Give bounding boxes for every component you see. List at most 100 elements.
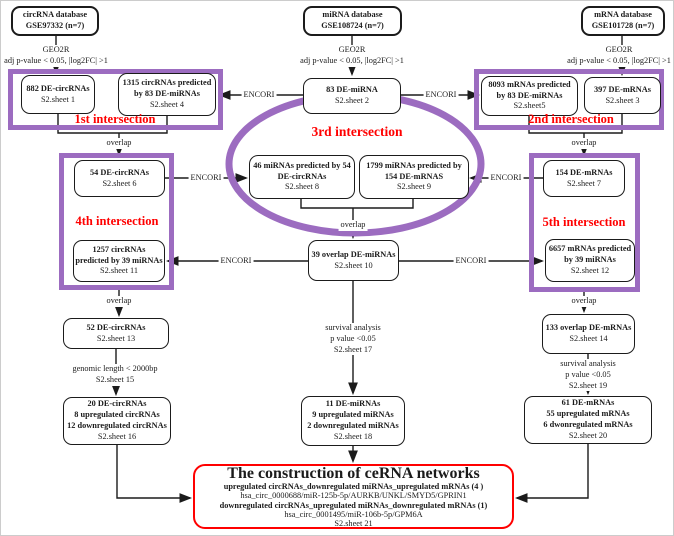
node-line: 11 DE-miRNAs [325,399,381,409]
node-line: GSE101728 (n=7) [591,21,655,30]
geo2r-label-mrna: GEO2R [603,45,635,56]
node-line: S2.sheet 18 [333,431,373,441]
cerna-line: downregulated circRNAs_upregulated miRNA… [219,500,488,510]
genomic-length-line: genomic length < 2000bp [72,364,158,373]
survival-analysis-label-17: survival analysis p value <0.05 S2.sheet… [323,323,383,356]
node-line: 6 dwonregulated mRNAs [543,420,633,429]
pvalue-line: p value <0.05 [565,369,611,379]
node-397-de-mrnas: 397 DE-mRNAs S2.sheet 3 [584,77,661,114]
node-line: 133 overlap DE-mRNAs [545,323,632,333]
node-line: predicted by 39 miRNAs [75,255,163,265]
sheet-line: S2.sheet 19 [568,380,608,390]
node-line: 1315 circRNAs predicted [122,78,212,88]
intersection-1-label: 1st intersection [74,112,156,126]
node-52-de-circrnas: 52 DE-circRNAs S2.sheet 13 [63,318,169,349]
genomic-length-label: genomic length < 2000bp S2.sheet 15 [70,364,160,386]
node-cerna-networks: The construction of ceRNA networks upreg… [193,464,514,529]
node-line: by 83 DE-miRNAs [496,90,563,100]
node-20-de-circrnas: 20 DE-circRNAs 8 upregulated circRNAs 12… [63,397,171,445]
node-61-de-mrnas: 61 DE-mRNAs 55 upregulated mRNAs 6 dwonr… [524,396,652,444]
intersection-2-label: 2nd intersection [528,112,614,126]
cerna-line: upregulated circRNAs_downregulated miRNA… [223,482,484,492]
node-line: 83 DE-miRNA [326,85,378,95]
node-line: by 83 DE-miRNAs [134,89,200,99]
node-line: S2.sheet 10 [334,260,373,270]
intersection-4-label: 4th intersection [75,214,159,228]
intersection-3-label: 3rd intersection [311,124,403,139]
overlap-label-4: overlap [104,296,134,307]
genomic-sheet-line: S2.sheet 15 [95,374,135,384]
node-line: S2.sheet 13 [96,333,136,343]
node-line: S2.sheet 12 [570,265,610,275]
node-line: 2 downregulated miRNAs [307,421,399,430]
filter-label-mrna: adj p-value < 0.05, |log2FC| >1 [565,56,673,67]
cerna-line: S2.sheet 21 [334,519,373,529]
node-circrna-database: circRNA database GSE97332 (n=7) [11,6,99,36]
pvalue-line: p value <0.05 [330,333,376,343]
node-line: S2.sheet 9 [396,182,432,192]
node-mrna-database: mRNA database GSE101728 (n=7) [581,6,665,36]
node-1257-circrnas: 1257 circRNAs predicted by 39 miRNAs S2.… [73,240,165,282]
encori-label-2: ENCORI [423,90,459,101]
node-54-de-circrnas: 54 DE-circRNAs S2.sheet 6 [74,160,165,197]
cerna-title: The construction of ceRNA networks [227,464,480,482]
node-133-overlap-de-mrnas: 133 overlap DE-mRNAs S2.sheet 14 [542,314,635,354]
node-line: 397 DE-mRNAs [594,84,651,94]
node-line: mRNA database [594,10,652,20]
cerna-line: hsa_circ_0001495/miR-106b-5p/GPM6A [284,509,423,519]
encori-label-5: ENCORI [218,256,254,267]
node-1315-circrnas: 1315 circRNAs predicted by 83 DE-miRNAs … [118,73,216,116]
node-line: GSE108724 (n=7) [321,21,384,30]
node-39-overlap-de-mirnas: 39 overlap DE-miRNAs S2.sheet 10 [308,240,399,281]
sheet-line: S2.sheet 17 [333,344,373,354]
node-line: 12 downregulated circRNAs [67,421,167,430]
node-line: 39 overlap DE-miRNAs [311,249,396,259]
node-line: by 39 miRNAs [564,255,616,265]
overlap-label-3: overlap [338,220,368,231]
node-1799-mirnas: 1799 miRNAs predicted by 154 DE-mRNAS S2… [359,155,469,199]
node-8093-mrnas: 8093 mRNAs predicted by 83 DE-miRNAs S2.… [481,76,578,116]
survival-line: survival analysis [560,359,616,368]
node-line: 8093 mRNAs predicted [488,79,571,89]
node-line: 6657 mRNAs predicted [548,244,632,254]
node-154-de-mrnas: 154 DE-mRNAs S2.sheet 7 [543,160,625,197]
geo2r-label-circ: GEO2R [40,45,72,56]
node-line: 882 DE-circRNAs [26,83,90,93]
filter-label-circ: adj p-value < 0.05, |log2FC| >1 [2,56,110,67]
encori-label-6: ENCORI [453,256,489,267]
cerna-line: hsa_circ_0000688/miR-125b-5p/AURKB/UNKL/… [240,491,467,501]
node-line: 1257 circRNAs [92,244,146,254]
geo2r-label-mirna: GEO2R [336,45,368,56]
node-line: S2.sheet 1 [40,94,76,104]
node-line: 46 miRNAs predicted by 54 [253,160,351,170]
node-line: 154 DE-mRNAs [555,167,613,177]
node-line: 154 DE-mRNAS [384,171,444,181]
node-line: 1799 miRNAs predicted by [366,160,462,170]
node-line: 52 DE-circRNAs [86,322,146,332]
survival-line: survival analysis [325,323,381,332]
overlap-label-1: overlap [104,138,134,149]
filter-label-mirna: adj p-value < 0.05, |log2FC| >1 [298,56,406,67]
node-line: 9 upregulated miRNAs [312,410,394,420]
node-line: S2.sheet 11 [100,266,138,276]
node-11-de-mirnas: 11 DE-miRNAs 9 upregulated miRNAs 2 down… [301,396,405,446]
node-line: 54 DE-circRNAs [89,167,150,177]
node-line: 8 upregulated circRNAs [74,410,160,420]
node-line: DE-circRNAs [277,171,327,181]
node-line: 20 DE-circRNAs [87,399,147,409]
node-line: 61 DE-mRNAs [561,398,615,408]
node-line: GSE97332 (n=7) [25,21,85,30]
node-line: 55 upregulated mRNAs [546,409,630,419]
node-mirna-database: miRNA database GSE108724 (n=7) [303,6,402,36]
node-6657-mrnas: 6657 mRNAs predicted by 39 miRNAs S2.she… [545,239,635,282]
encori-label-4: ENCORI [488,173,524,184]
node-line: S2.sheet 8 [284,182,320,192]
node-line: S2.sheet 2 [334,96,370,105]
node-line: S2.sheet 7 [566,178,602,188]
node-line: S2.sheet 4 [149,99,185,109]
node-line: S2.sheet 6 [102,178,137,188]
node-line: S2.sheet5 [513,101,546,111]
intersection-5-label: 5th intersection [542,215,626,229]
node-line: S2.sheet 14 [569,334,608,343]
